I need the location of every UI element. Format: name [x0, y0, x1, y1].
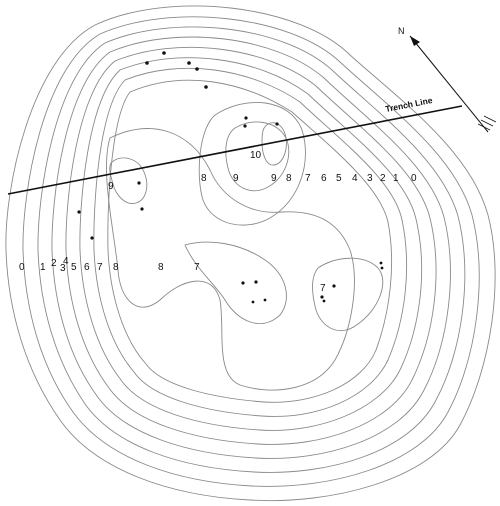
contour-7-valley — [184, 241, 287, 325]
find-point — [243, 124, 247, 128]
north-arrow: N — [398, 26, 497, 133]
contour-label-summit-east: 10 — [250, 150, 262, 161]
contour-3 — [51, 36, 451, 459]
contour-7-east — [312, 257, 384, 331]
contour-label: 8 — [158, 262, 164, 273]
find-point — [77, 210, 81, 214]
contour-5 — [79, 57, 423, 431]
find-point — [275, 122, 279, 126]
find-point — [90, 236, 94, 240]
trench-label: Trench Line — [384, 95, 433, 114]
contour-4 — [65, 47, 437, 445]
contour-label-east-knoll: 7 — [320, 283, 326, 294]
north-label: N — [398, 26, 405, 36]
contour-2 — [37, 26, 466, 473]
contour-0 — [5, 5, 496, 502]
contour-9-east — [225, 121, 290, 192]
contour-lines — [5, 5, 496, 502]
contour-label: 9 — [233, 173, 239, 184]
find-point — [379, 261, 383, 265]
contour-8-knoll — [198, 102, 306, 226]
contour-label: 1 — [393, 173, 399, 184]
find-point — [140, 207, 144, 211]
trench-line — [7, 105, 463, 195]
contour-label: 3 — [60, 263, 66, 274]
contour-label: 7 — [97, 262, 103, 273]
contour-label: 7 — [194, 262, 200, 273]
north-arrow-head-icon — [410, 36, 420, 46]
find-point — [320, 295, 324, 299]
contour-label: 4 — [63, 256, 69, 267]
find-point — [322, 299, 326, 303]
find-point — [251, 300, 255, 304]
contour-label: 1 — [40, 262, 46, 273]
contour-label: 7 — [305, 173, 311, 184]
find-point — [380, 266, 384, 270]
find-point — [263, 298, 267, 302]
find-point — [332, 284, 336, 288]
contour-label: 8 — [201, 173, 207, 184]
contour-6 — [93, 67, 408, 417]
contour-label: 8 — [286, 173, 292, 184]
north-arrow-feather-icon — [477, 115, 497, 131]
contour-label: 2 — [380, 173, 386, 184]
contour-labels-east: 8 9 9 8 7 6 5 4 3 2 1 0 — [201, 173, 417, 184]
contour-label: 6 — [84, 262, 90, 273]
find-point — [162, 51, 166, 55]
contour-1 — [22, 16, 480, 487]
contour-labels-west: 0 1 2 3 4 5 6 7 8 8 7 — [19, 256, 200, 274]
contour-8-main — [106, 128, 355, 391]
contour-10 — [261, 122, 287, 166]
contour-label: 2 — [51, 258, 57, 269]
contour-label: 0 — [411, 173, 417, 184]
find-point — [195, 67, 199, 71]
contour-label: 4 — [352, 173, 358, 184]
find-point — [241, 281, 245, 285]
contour-label: 8 — [113, 262, 119, 273]
contour-label: 5 — [71, 262, 77, 273]
contour-label: 9 — [271, 173, 277, 184]
contour-label: 5 — [336, 173, 342, 184]
contour-7 — [107, 79, 393, 403]
contour-label-summit-west: 9 — [108, 181, 114, 192]
find-points — [77, 51, 384, 304]
find-point — [187, 61, 191, 65]
find-point — [244, 116, 248, 120]
find-point — [145, 61, 149, 65]
find-point — [137, 181, 141, 185]
contour-label: 6 — [321, 173, 327, 184]
contour-label: 3 — [367, 173, 373, 184]
find-point — [204, 85, 208, 89]
contour-9-west — [109, 157, 148, 204]
find-point — [254, 280, 258, 284]
contour-label: 0 — [19, 262, 25, 273]
